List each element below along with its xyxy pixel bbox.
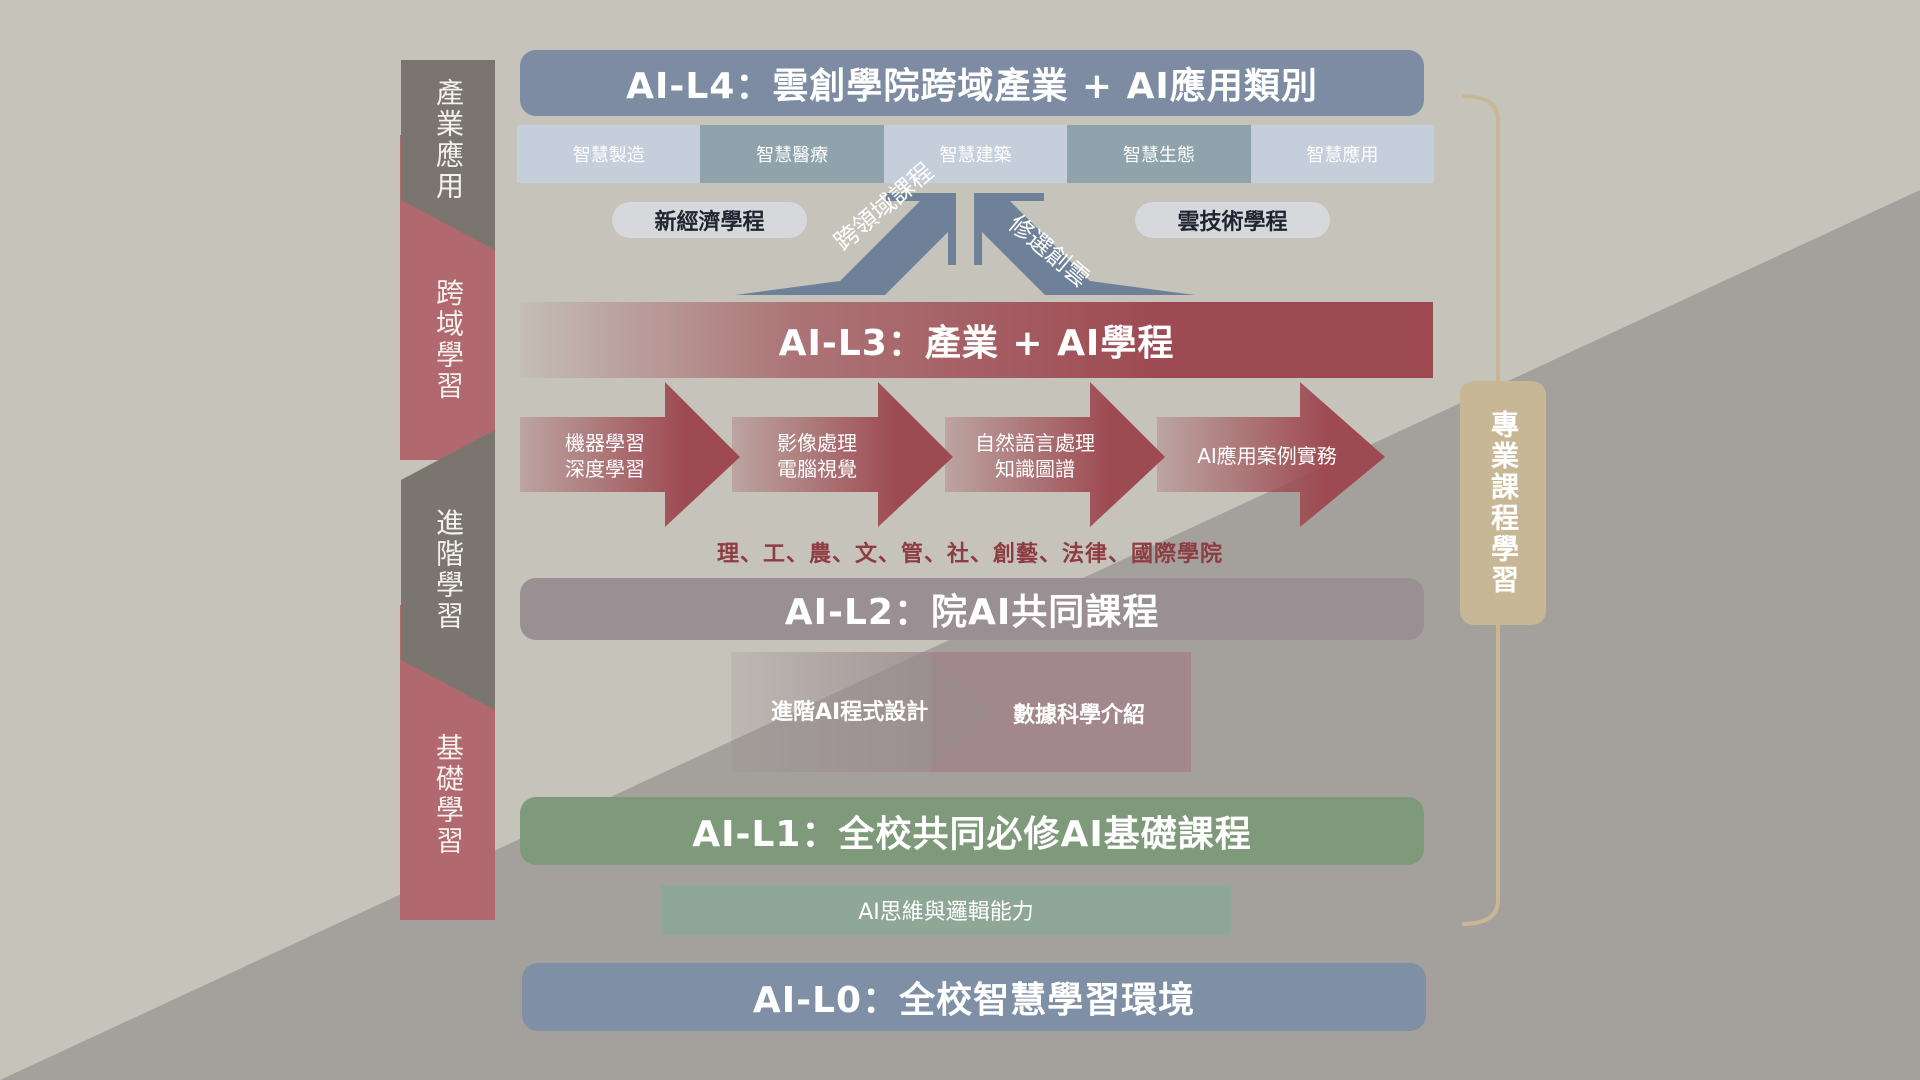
stage-label: 進階學習: [432, 508, 465, 632]
chevron-line: 影像處理: [777, 431, 857, 455]
level-l1-bar: AI-L1：全校共同必修AI基礎課程: [520, 797, 1424, 865]
stage-arrow-column: [400, 60, 495, 920]
level-l3-bar: AI-L3：產業 + AI學程: [520, 302, 1433, 378]
stage-cross-domain: 跨域學習: [401, 278, 495, 406]
converge-arrows: [735, 193, 1195, 295]
level-l2-bar: AI-L2：院AI共同課程: [520, 578, 1424, 640]
l2-course-boxes: [731, 652, 1191, 772]
tab-smart-ecology: 智慧生態: [1067, 125, 1251, 183]
stage-label: 基礎學習: [432, 733, 465, 857]
level-l4-bar: AI-L4：雲創學院跨域產業 + AI應用類別: [520, 50, 1424, 116]
course-data-science: 數據科學介紹: [1013, 703, 1146, 728]
level-l0-bar: AI-L0：全校智慧學習環境: [522, 963, 1426, 1031]
chevron-line: 機器學習: [565, 431, 645, 455]
chevron-line: 深度學習: [565, 457, 645, 481]
colleges-list: 理、工、農、文、管、社、創藝、法律、國際學院: [716, 542, 1223, 567]
tab-smart-medical: 智慧醫療: [700, 125, 884, 183]
chevron-line: 電腦視覺: [777, 457, 857, 481]
stage-label: 產業應用: [432, 78, 465, 202]
stage-label: 跨域學習: [432, 278, 465, 402]
chevron-ai-practice: AI應用案例實務: [1172, 424, 1362, 488]
tab-smart-manufacturing: 智慧製造: [517, 125, 701, 183]
stage-industry: 產業應用: [401, 78, 495, 206]
bracket-label-professional: 專業課程學習: [1460, 381, 1546, 625]
l4-tabs: 智慧製造 智慧醫療 智慧建築 智慧生態 智慧應用: [517, 125, 1435, 183]
chevron-line: 知識圖譜: [995, 457, 1075, 481]
tab-smart-building: 智慧建築: [883, 125, 1068, 183]
chevron-line: 自然語言處理: [975, 431, 1095, 455]
program-cloud-tech: 雲技術學程: [1135, 202, 1330, 238]
chevron-cv: 影像處理 電腦視覺: [752, 424, 882, 488]
program-new-economy: 新經濟學程: [612, 202, 807, 238]
chevron-nlp: 自然語言處理 知識圖譜: [960, 424, 1110, 488]
l3-chevron-row: [520, 382, 1385, 527]
tab-smart-application: 智慧應用: [1250, 125, 1435, 183]
course-advanced-ai: 進階AI程式設計: [771, 700, 929, 725]
bracket-label-text: 專業課程學習: [1487, 410, 1520, 596]
stage-basic: 基礎學習: [401, 733, 495, 861]
ai-thinking-box: AI思維與邏輯能力: [661, 885, 1231, 935]
chevron-ml: 機器學習 深度學習: [540, 424, 670, 488]
chevron-line: AI應用案例實務: [1197, 444, 1337, 468]
stage-advanced: 進階學習: [401, 508, 495, 636]
